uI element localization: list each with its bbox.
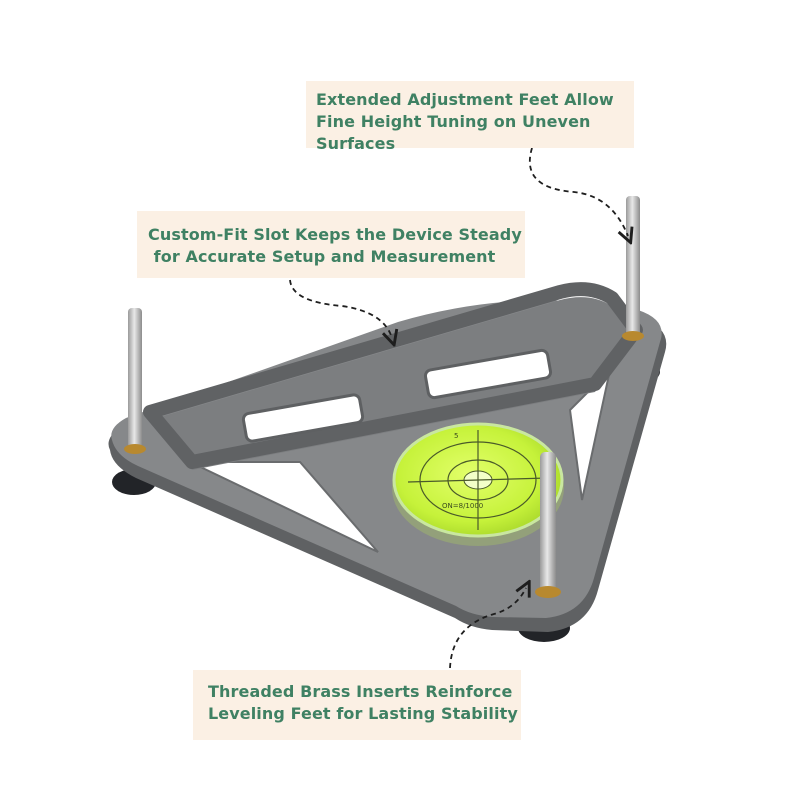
- level-tick-label: 5: [454, 432, 458, 440]
- callout-slot-line-1: Custom-Fit Slot Keeps the Device Steady: [148, 225, 522, 244]
- callout-slot-line-2: for Accurate Setup and Measurement: [148, 247, 496, 266]
- callout-inserts-line-1: Threaded Brass Inserts Reinforce: [208, 682, 513, 701]
- left-cutout: [189, 461, 379, 553]
- arrow-to-slot: [289, 279, 392, 338]
- callout-custom-fit-slot: Custom-Fit Slot Keeps the Device Steady …: [137, 211, 525, 278]
- arrow-to-feet: [528, 147, 628, 236]
- callout-feet-line-3: Surfaces: [316, 134, 396, 153]
- callout-arrows: [289, 147, 628, 669]
- callout-feet-line-1: Extended Adjustment Feet Allow: [316, 90, 614, 109]
- arrow-to-inserts: [449, 588, 526, 669]
- callout-feet-line-2: Fine Height Tuning on Uneven: [316, 112, 591, 131]
- device-slot-frame: [143, 282, 643, 470]
- bubble-level-vial: ON=8/1000 5: [392, 422, 564, 546]
- level-scale-text: ON=8/1000: [442, 502, 483, 510]
- callout-extended-feet: Extended Adjustment Feet Allow Fine Heig…: [306, 81, 634, 153]
- adjustment-bolts: [124, 196, 644, 598]
- callout-inserts-line-2: Leveling Feet for Lasting Stability: [208, 704, 518, 723]
- callout-brass-inserts: Threaded Brass Inserts Reinforce Levelin…: [193, 670, 521, 740]
